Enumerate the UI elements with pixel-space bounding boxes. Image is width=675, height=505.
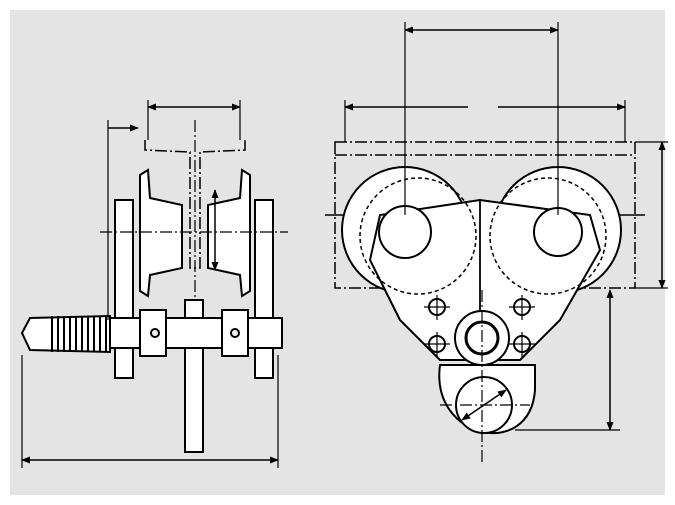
shaft-pin — [230, 328, 240, 338]
wheel-left — [139, 168, 183, 298]
side-plate-right — [254, 199, 274, 379]
wheel-hidden-left — [359, 177, 477, 295]
shaft-pin — [150, 328, 160, 338]
spring-housing — [20, 314, 111, 354]
side-view — [20, 100, 288, 468]
axle-hole-right — [533, 207, 583, 257]
front-view — [325, 22, 668, 465]
bolt-crosshairs — [424, 295, 535, 357]
spring-coils — [51, 316, 107, 352]
side-plate-left — [114, 199, 134, 379]
wheel-hidden-right — [489, 177, 607, 295]
cross-shaft — [109, 317, 283, 349]
